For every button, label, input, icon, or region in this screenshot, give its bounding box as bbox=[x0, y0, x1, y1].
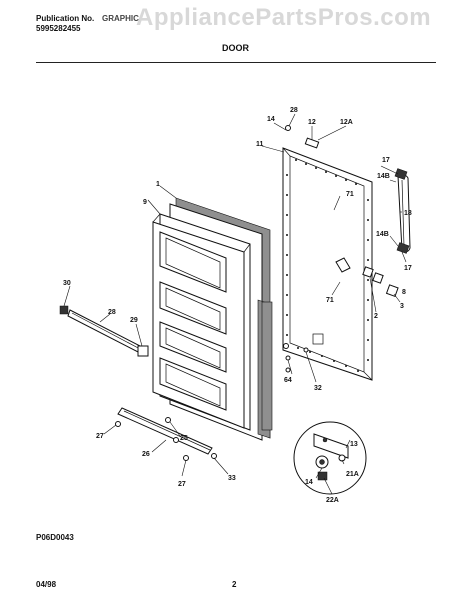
footer-page-number: 2 bbox=[232, 580, 237, 589]
callout-12A: 12A bbox=[340, 119, 353, 126]
callout-11: 11 bbox=[256, 141, 264, 148]
footer-date: 04/98 bbox=[36, 580, 57, 589]
door-shelves bbox=[159, 231, 227, 411]
callout-27-bottom: 27 bbox=[178, 481, 186, 488]
callout-26: 26 bbox=[142, 451, 150, 458]
callout-8: 8 bbox=[402, 289, 406, 296]
publication-label: Publication No. bbox=[36, 14, 95, 23]
callout-17-bottom: 17 bbox=[404, 265, 412, 272]
callout-71-bottom: 71 bbox=[326, 297, 334, 304]
callout-25: 25 bbox=[180, 435, 188, 442]
callout-14B-top: 14B bbox=[377, 173, 390, 180]
callout-29: 29 bbox=[130, 317, 138, 324]
callout-1: 1 bbox=[156, 181, 160, 188]
callout-labels: 28 14 12 12A 11 17 14B 18 14B 17 71 71 2… bbox=[63, 107, 412, 504]
callout-27-left: 27 bbox=[96, 433, 104, 440]
outer-door-panel bbox=[282, 147, 373, 381]
side-trim-bar bbox=[59, 305, 149, 357]
screws bbox=[115, 125, 320, 461]
watermark: AppliancePartsPros.com bbox=[136, 4, 432, 31]
section-title: DOOR bbox=[222, 43, 249, 53]
callout-32: 32 bbox=[314, 385, 322, 392]
callout-2: 2 bbox=[374, 313, 378, 320]
callout-3: 3 bbox=[400, 303, 404, 310]
callout-21A: 21A bbox=[346, 471, 359, 478]
callout-71-top: 71 bbox=[346, 191, 354, 198]
breaker-strip bbox=[261, 301, 273, 431]
callout-14-detail: 14 bbox=[305, 479, 313, 486]
callout-22: 28 bbox=[290, 107, 298, 114]
door-handle bbox=[394, 168, 411, 254]
drawing-code: P06D0043 bbox=[36, 533, 74, 542]
model-number: GRAPHIC bbox=[102, 14, 139, 23]
callout-12: 12 bbox=[308, 119, 316, 126]
callout-22A: 22A bbox=[326, 497, 339, 504]
leader-lines bbox=[63, 113, 407, 495]
callout-13: 13 bbox=[350, 441, 358, 448]
publication-number: 5995282455 bbox=[36, 24, 81, 33]
hinge-detail-inset bbox=[293, 421, 367, 495]
callout-18: 18 bbox=[404, 210, 412, 217]
callout-17-top: 17 bbox=[382, 157, 390, 164]
callout-28: 28 bbox=[108, 309, 116, 316]
callout-30: 30 bbox=[63, 280, 71, 287]
callout-14B-bottom: 14B bbox=[376, 231, 389, 238]
callout-14-top: 14 bbox=[267, 116, 275, 123]
callout-9: 9 bbox=[143, 199, 147, 206]
hinge-hardware bbox=[335, 257, 399, 298]
callout-33: 33 bbox=[228, 475, 236, 482]
callout-64: 64 bbox=[284, 377, 292, 384]
bottom-trim-bar bbox=[117, 407, 213, 455]
header-rule bbox=[36, 62, 436, 63]
